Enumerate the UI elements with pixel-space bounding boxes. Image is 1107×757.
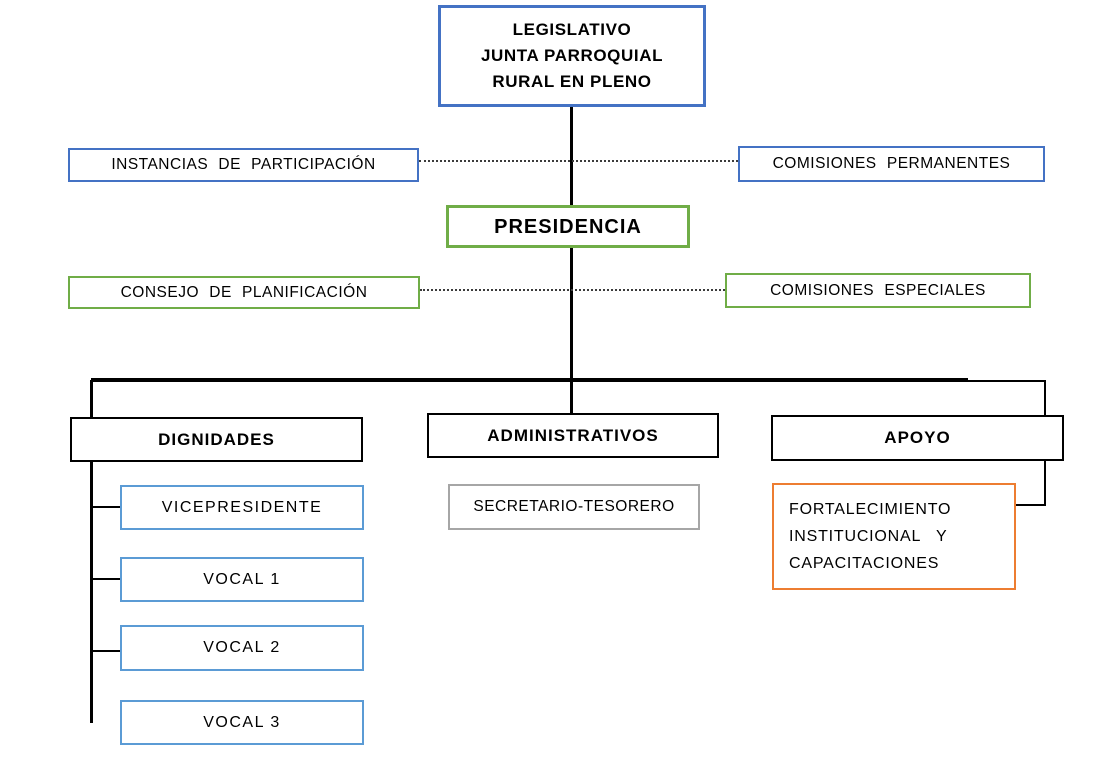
stub-vocal1 (92, 578, 121, 580)
dignidades-rail-vertical (90, 461, 93, 723)
node-comisiones-especiales: COMISIONES ESPECIALES (725, 273, 1031, 308)
node-fortalecimiento-institucional: FORTALECIMIENTO INSTITUCIONAL Y CAPACITA… (772, 483, 1016, 590)
node-presidencia: PRESIDENCIA (446, 205, 690, 248)
dotted-line-consejo-especiales (420, 289, 725, 291)
stub-vocal2 (92, 650, 121, 652)
node-apoyo: APOYO (771, 415, 1064, 461)
node-legislativo: LEGISLATIVO JUNTA PARROQUIAL RURAL EN PL… (438, 5, 706, 107)
node-consejo-de-planificacion: CONSEJO DE PLANIFICACIÓN (68, 276, 420, 309)
connector-fortalecimiento-elbow (1016, 504, 1046, 506)
connector-legislativo-presidencia (570, 107, 573, 205)
node-vocal-1: VOCAL 1 (120, 557, 364, 602)
node-dignidades: DIGNIDADES (70, 417, 363, 462)
stub-vicepresidente (92, 506, 121, 508)
trunk-horizontal-line (91, 378, 968, 382)
node-vicepresidente: VICEPRESIDENTE (120, 485, 364, 530)
node-secretario-tesorero: SECRETARIO-TESORERO (448, 484, 700, 530)
node-comisiones-permanentes: COMISIONES PERMANENTES (738, 146, 1045, 182)
node-administrativos: ADMINISTRATIVOS (427, 413, 719, 458)
connector-presidencia-administrativos (570, 246, 573, 415)
dotted-line-participacion-permanentes (419, 160, 738, 162)
connector-trunk-dignidades (90, 380, 93, 418)
node-vocal-3: VOCAL 3 (120, 700, 364, 745)
node-vocal-2: VOCAL 2 (120, 625, 364, 671)
trunk-extension-right (966, 380, 1046, 382)
node-instancias-de-participacion: INSTANCIAS DE PARTICIPACIÓN (68, 148, 419, 182)
